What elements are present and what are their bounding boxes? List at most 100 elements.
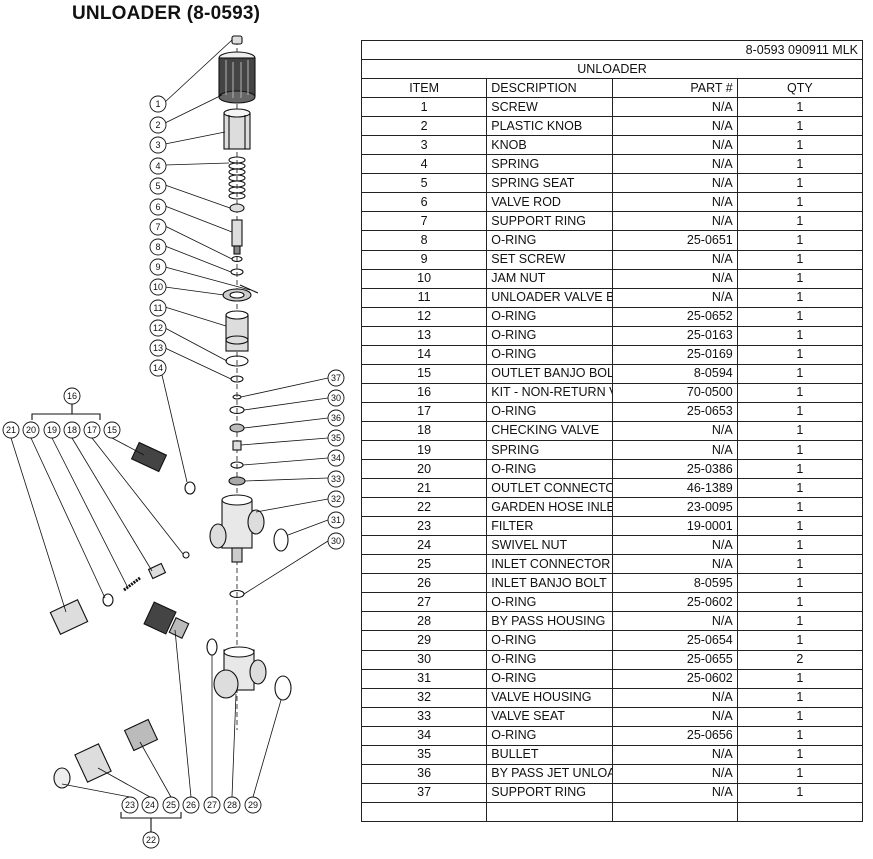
spring-part <box>228 156 246 200</box>
reference-code: 8-0593 090911 MLK <box>361 39 863 61</box>
cell-item: 25 <box>360 554 488 575</box>
callout-37 <box>327 369 345 387</box>
cell-qty: 1 <box>736 401 864 422</box>
cell-part: 19-0001 <box>611 516 738 537</box>
callout-18 <box>63 421 81 439</box>
cell-item: 9 <box>360 249 488 270</box>
cell-qty: 1 <box>736 97 864 118</box>
cell-qty: 2 <box>736 649 864 670</box>
cell-description: FILTER <box>486 516 613 537</box>
cell-qty: 1 <box>736 782 864 803</box>
cell-part: N/A <box>611 97 738 118</box>
cell-part: N/A <box>611 611 738 632</box>
cell-item: 26 <box>360 573 488 594</box>
callout-label: 36 <box>331 413 341 423</box>
callout-13 <box>149 339 167 357</box>
cell-qty: 1 <box>736 154 864 175</box>
cell-description: O-RING <box>486 401 613 422</box>
table-row-empty <box>360 801 864 822</box>
callout-label: 2 <box>155 120 160 130</box>
filter-part <box>53 767 71 789</box>
cell-item: 37 <box>360 782 488 803</box>
callout-21 <box>2 421 20 439</box>
callout-6 <box>149 198 167 216</box>
swivel-nut-part <box>74 743 112 783</box>
cell-item: 33 <box>360 706 488 727</box>
cell-item: 18 <box>360 420 488 441</box>
cell-part: N/A <box>611 249 738 270</box>
cell-description: VALVE HOUSING <box>486 687 613 708</box>
cell-qty: 1 <box>736 325 864 346</box>
cell-item: 32 <box>360 687 488 708</box>
cell-qty: 1 <box>736 763 864 784</box>
callout-11 <box>149 299 167 317</box>
cell-description: CHECKING VALVE <box>486 420 613 441</box>
cell-part: N/A <box>611 439 738 461</box>
by-pass-jet-part <box>229 423 245 433</box>
callout-30-upper <box>327 389 345 407</box>
callout-30-lower <box>327 532 345 550</box>
callout-label: 6 <box>155 202 160 212</box>
callout-label: 12 <box>153 323 163 333</box>
screw-part <box>231 35 243 45</box>
cell-item: 36 <box>360 763 488 784</box>
callout-bubbles <box>2 95 345 849</box>
callout-24 <box>141 796 159 814</box>
callout-26 <box>182 796 200 814</box>
cell-item: 10 <box>360 268 488 289</box>
cell-description: SPRING <box>486 439 613 461</box>
cell-description: JAM NUT <box>486 268 613 289</box>
cell-part: 25-0655 <box>611 649 738 670</box>
cell-item: 6 <box>360 192 488 213</box>
inlet-connector-part <box>123 718 159 752</box>
callout-label: 4 <box>155 161 160 171</box>
cell-description: UNLOADER VALVE BODY <box>486 287 613 308</box>
callout-label: 16 <box>67 391 77 401</box>
cell-description: BY PASS HOUSING <box>486 611 613 632</box>
callout-label: 34 <box>331 453 341 463</box>
cell-item: 23 <box>360 516 488 537</box>
cell-qty: 1 <box>736 497 864 518</box>
callout-17 <box>83 421 101 439</box>
cell-description: O-RING <box>486 630 613 651</box>
cell-part: 46-1389 <box>611 478 738 499</box>
callout-20 <box>22 421 40 439</box>
cell-part: N/A <box>611 135 738 156</box>
cell-part: 25-0651 <box>611 230 738 251</box>
cell-description: BULLET <box>486 744 613 765</box>
cell-description: SPRING <box>486 154 613 175</box>
plastic-knob-part <box>218 51 256 104</box>
cell-description: KNOB <box>486 135 613 156</box>
inlet-banjo-bolt-part <box>143 601 190 639</box>
cell-description: INLET BANJO BOLT <box>486 573 613 594</box>
cell-qty: 1 <box>736 382 864 403</box>
callout-label: 11 <box>153 303 162 313</box>
cell-item: 8 <box>360 230 488 251</box>
cell-description: SPRING SEAT <box>486 173 613 194</box>
callout-15 <box>103 421 121 439</box>
cell-part: N/A <box>611 535 738 556</box>
cell-description: O-RING <box>486 325 613 346</box>
cell-qty: 1 <box>736 516 864 537</box>
callout-label: 17 <box>87 425 97 435</box>
callout-8 <box>149 238 167 256</box>
callout-label: 21 <box>6 425 16 435</box>
valve-housing-part <box>209 494 265 563</box>
cell-part: N/A <box>611 420 738 441</box>
cell-item: 28 <box>360 611 488 632</box>
callout-33 <box>327 470 345 488</box>
callout-label: 32 <box>331 494 341 504</box>
cell-description: SUPPORT RING <box>486 782 613 803</box>
